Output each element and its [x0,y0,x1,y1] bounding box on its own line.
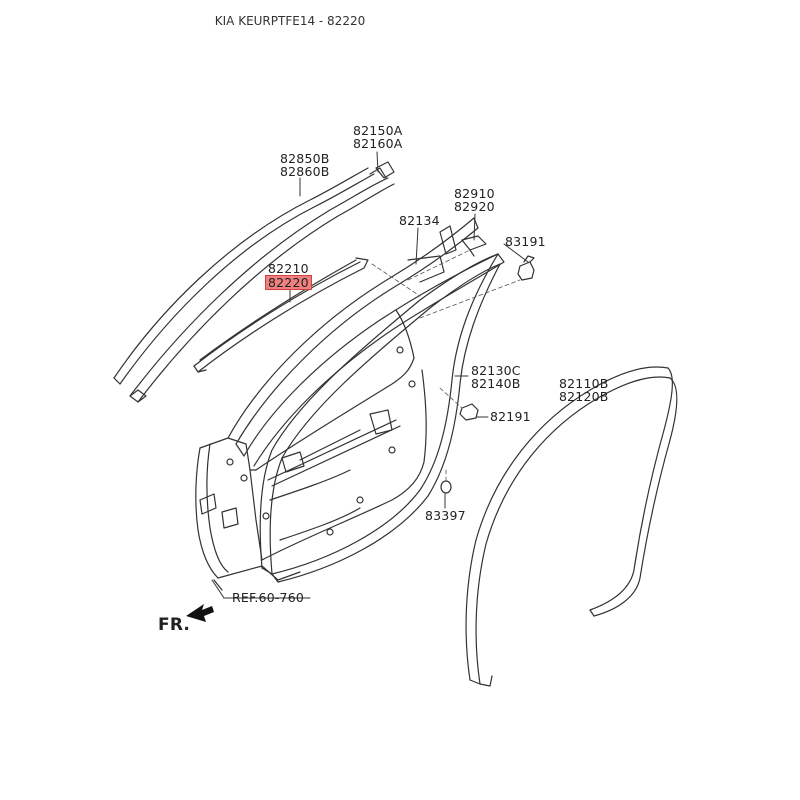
part-number: 82210 [268,261,309,276]
label-82150A-82160A: 82150A 82160A [353,124,403,150]
part-number: 82860B [280,164,330,179]
front-direction-label: FR. [158,615,191,635]
reference-label: REF.60-760 [232,590,305,605]
page-title: KIA KEURPTFE14 - 82220 [214,14,366,28]
part-number: 82130C [471,363,521,378]
label-82191: 82191 [490,410,531,423]
part-number: 83397 [425,508,466,523]
label-82110B-82120B: 82110B 82120B [559,377,609,403]
label-82850B-82860B: 82850B 82860B [280,152,330,178]
part-number: 82191 [490,409,531,424]
label-83397: 83397 [425,509,466,522]
weatherstrip-part [193,257,369,373]
part-number: 82110B [559,376,609,391]
label-82210-82220: 82210 82220 [265,261,312,290]
clip-83191-top [517,255,535,281]
part-number: 83191 [505,234,546,249]
part-number: 82150A [353,123,403,138]
plug-83397 [440,480,452,494]
label-82910-82920: 82910 82920 [454,187,495,213]
part-number: 82134 [399,213,440,228]
part-number: 82850B [280,151,330,166]
part-number: 82140B [471,376,521,391]
part-number: 82160A [353,136,403,151]
part-number: 82120B [559,389,609,404]
door-opening-weatherstrip [259,253,501,583]
door-frame [227,217,505,467]
dashed-lines [371,249,521,481]
highlighted-part-number[interactable]: 82220 [265,275,312,290]
part-number: 82920 [454,199,495,214]
body-side-weatherstrip [465,366,678,687]
part-number: 82910 [454,186,495,201]
bracket-82910 [461,235,487,257]
front-arrow-icon [186,604,214,622]
label-82130C-82140B: 82130C 82140B [471,364,521,390]
leader-lines [211,151,529,599]
label-83191-top: 83191 [505,235,546,248]
clip-82191 [459,403,479,421]
belt-moulding-part [113,161,395,403]
label-82134: 82134 [399,214,440,227]
